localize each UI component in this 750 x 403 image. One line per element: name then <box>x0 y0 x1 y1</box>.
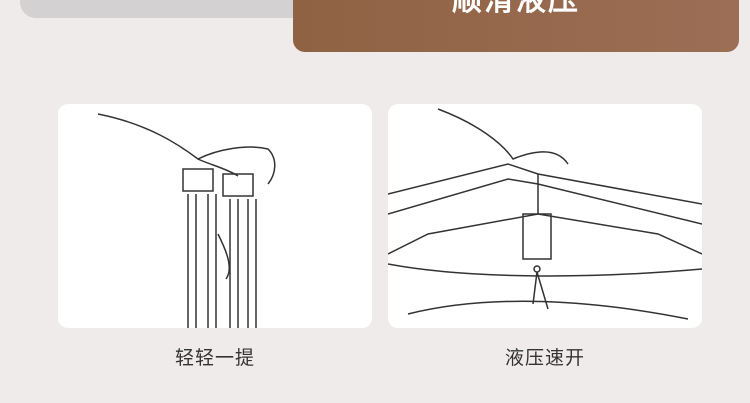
banner-title: 顺滑液压 <box>452 0 580 18</box>
feature-image-lift <box>58 104 372 328</box>
caption-hydraulic: 液压速开 <box>504 347 585 369</box>
hub-open-illustration <box>388 108 702 320</box>
folded-frame-illustration <box>97 113 276 328</box>
feature-image-hydraulic <box>388 104 702 328</box>
caption-lift: 轻轻一提 <box>174 347 255 369</box>
gray-header-bar <box>20 0 340 18</box>
title-banner: 顺滑液压 <box>293 0 739 52</box>
